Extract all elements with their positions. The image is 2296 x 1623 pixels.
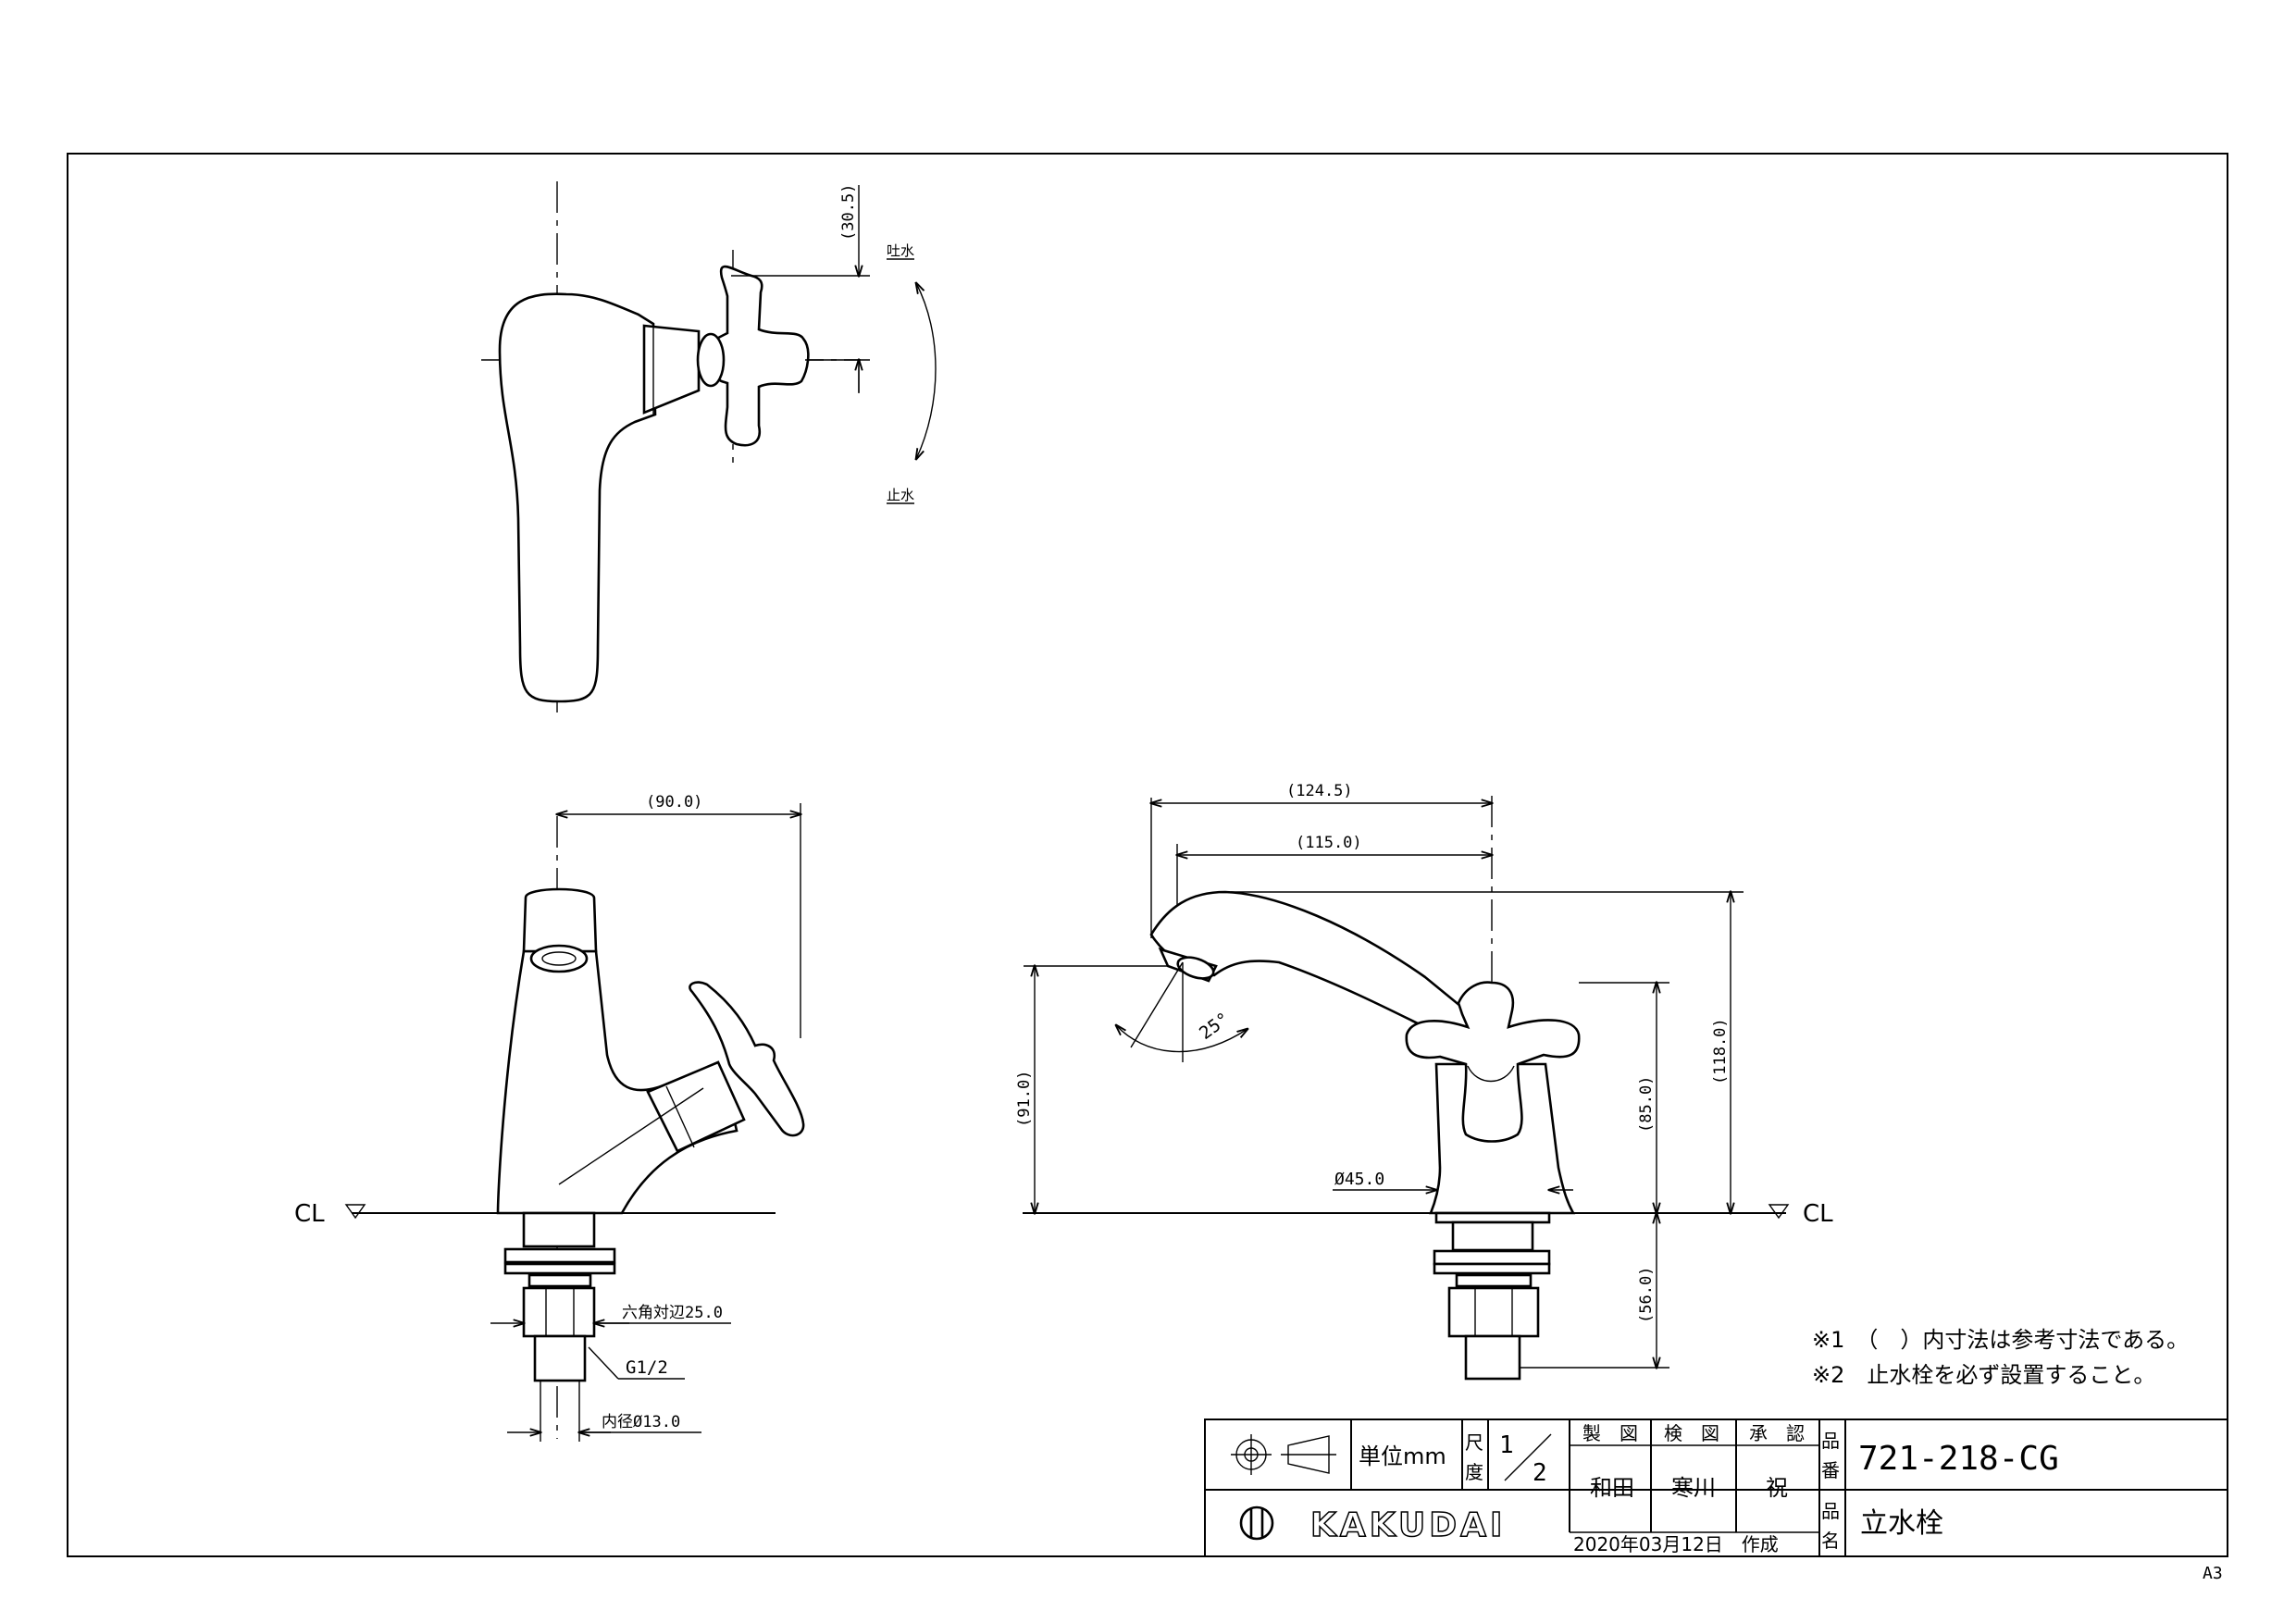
brand-name: KAKUDAI [1310,1506,1506,1544]
col-drawn-label: 製 図 [1582,1422,1638,1444]
note-1: ※1 （ ）内寸法は参考寸法である。 [1812,1327,2189,1353]
top-view: (30.5) 吐水 止水 [481,181,937,712]
col-checked-label: 検 図 [1664,1422,1719,1444]
kakudai-logo-icon: KAKUDAI [1239,1505,1506,1545]
drawing-border [67,153,2228,1557]
dim-front-handle-height: (85.0) [1637,1076,1656,1133]
sheet-size: A3 [2203,1564,2223,1583]
dim-base-dia: Ø45.0 [1334,1170,1384,1189]
label-close: 止水 [887,487,914,503]
notes: ※1 （ ）内寸法は参考寸法である。 ※2 止水栓を必ず設置すること。 [1812,1327,2189,1388]
dim-front-spout: (115.0) [1296,834,1362,852]
part-no-label-1: 品 [1821,1430,1840,1452]
dim-hex-flats: 六角対辺25.0 [622,1304,723,1322]
dim-front-total-height: (118.0) [1711,1018,1730,1084]
label-open: 吐水 [887,242,914,259]
approved-by: 祝 [1766,1475,1788,1501]
creation-date: 2020年03月12日 作成 [1573,1533,1779,1555]
dim-spout-angle: 25° [1196,1009,1234,1044]
cl-label-left: CL [294,1200,325,1228]
part-no-label-2: 番 [1821,1459,1840,1481]
scale-numerator: 1 [1499,1431,1514,1459]
dim-thread: G1/2 [626,1357,668,1378]
front-view: CL (124.5) (115.0) 25° [1015,782,1833,1381]
cl-label-right: CL [1803,1200,1833,1228]
col-approved-label: 承 認 [1749,1422,1805,1444]
drawn-by: 和田 [1590,1475,1634,1501]
third-angle-projection-icon [1231,1434,1336,1475]
scale-denominator: 2 [1533,1459,1547,1487]
title-block: 単位mm 尺 度 1 2 製 図 検 図 承 認 和田 寒川 祝 品 番 721… [1204,1419,2228,1557]
dim-inner-dia: 内径Ø13.0 [602,1413,680,1431]
dim-front-shank: (56.0) [1637,1267,1656,1323]
dim-top-height: (30.5) [839,184,858,241]
dim-front-outlet-height: (91.0) [1015,1071,1034,1127]
note-2: ※2 止水栓を必ず設置すること。 [1812,1362,2155,1388]
unit-label: 単位mm [1359,1443,1446,1469]
part-name-label-1: 品 [1821,1500,1840,1522]
part-name-label-2: 名 [1821,1530,1840,1552]
side-view: CL (90.0) 六角対辺25.0 [294,793,805,1442]
scale-label-2: 度 [1465,1461,1483,1483]
checked-by: 寒川 [1671,1475,1716,1501]
part-number: 721-218-CG [1858,1440,2059,1478]
dim-side-width: (90.0) [646,793,702,812]
dim-front-outer: (124.5) [1286,782,1353,800]
part-name: 立水栓 [1860,1507,1943,1540]
scale-label-1: 尺 [1465,1431,1483,1454]
